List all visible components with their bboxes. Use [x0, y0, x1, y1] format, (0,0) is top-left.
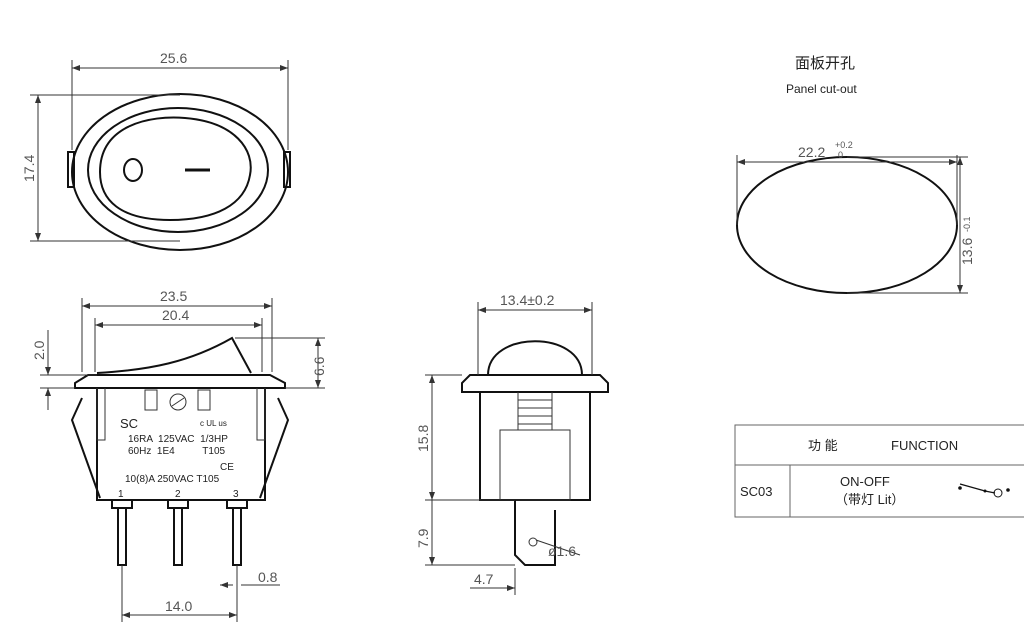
dim-front-width: 25.6 — [160, 50, 187, 66]
dim-cutout-height: 13.6 — [959, 238, 975, 265]
function-header-en: FUNCTION — [891, 438, 958, 453]
function-code: SC03 — [740, 484, 773, 499]
on-symbol-icon — [123, 158, 143, 182]
ce-mark: CE — [220, 462, 234, 473]
dim-front-height: 17.4 — [21, 155, 37, 182]
cutout-title-cn: 面板开孔 — [795, 54, 855, 72]
side-view: SC c UL us 16RA 125VAC 1/3HP 60Hz 1E4 T1… — [31, 288, 327, 622]
rating-line-1: 16RA 125VAC 1/3HP — [128, 434, 228, 445]
cutout-title-en: Panel cut-out — [786, 82, 857, 96]
rating-line-2: 60Hz 1E4 T105 — [128, 446, 226, 457]
panel-cutout: 面板开孔 Panel cut-out 22.2 +0.2 0 13.6 -0.1 — [736, 54, 975, 294]
dim-rocker-height: 6.6 — [311, 356, 327, 376]
dim-terminal-height: 7.9 — [415, 528, 431, 548]
end-view: 13.4±0.2 15.8 7.9 ø1.6 4.7 — [415, 292, 609, 595]
dim-cutout-height-tol: -0.1 — [962, 216, 972, 232]
dim-flange: 2.0 — [31, 340, 47, 360]
dim-end-width: 13.4±0.2 — [500, 292, 555, 308]
brand-label: SC — [120, 416, 138, 431]
dim-body-height: 15.8 — [415, 425, 431, 452]
dim-pin-width: 0.8 — [258, 569, 278, 585]
front-view: 25.6 17.4 — [21, 50, 291, 251]
ul-mark: c UL us — [200, 419, 227, 428]
pin-label: 3 — [233, 489, 239, 500]
pins — [111, 500, 248, 566]
dim-cutout-tol-upper: +0.2 — [835, 140, 853, 150]
switch-with-lamp-icon — [958, 483, 1010, 498]
dim-body-width: 20.4 — [162, 307, 189, 323]
function-header-cn: 功 能 — [808, 438, 838, 453]
rating-line-3: 10(8)A 250VAC T105 — [125, 474, 220, 485]
dim-overall-width: 23.5 — [160, 288, 187, 304]
pin-label: 2 — [175, 489, 181, 500]
pin-label: 1 — [118, 489, 124, 500]
function-table: 功 能 FUNCTION SC03 ON-OFF （带灯 Lit） — [734, 424, 1024, 518]
dim-cutout-width: 22.2 — [798, 144, 825, 160]
function-note: （带灯 Lit） — [835, 492, 904, 507]
function-name: ON-OFF — [840, 474, 890, 489]
dim-pin-pitch: 14.0 — [165, 598, 192, 614]
dim-terminal-width: 4.7 — [474, 571, 494, 587]
dim-cutout-tol-lower: 0 — [838, 150, 843, 160]
dim-hole: ø1.6 — [548, 543, 576, 559]
